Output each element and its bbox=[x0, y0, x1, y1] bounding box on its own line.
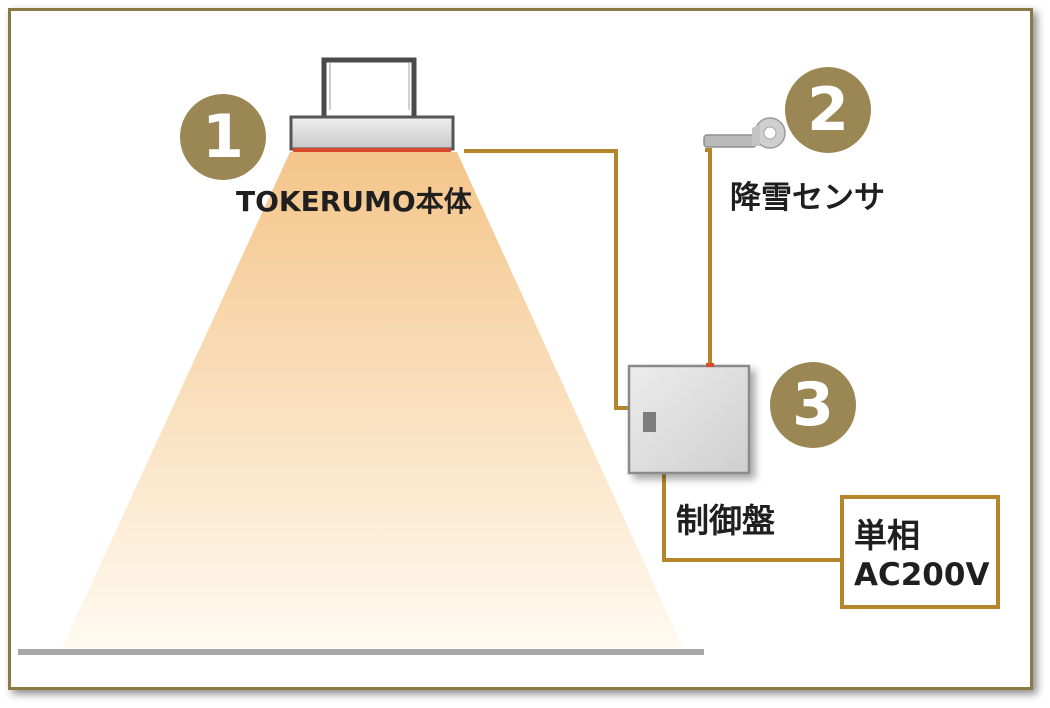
floor-line bbox=[18, 649, 704, 655]
component-number-2: 2 bbox=[785, 67, 871, 153]
power-voltage-label: AC200V bbox=[854, 557, 990, 593]
snow-sensor-icon bbox=[703, 117, 786, 149]
power-phase-label: 単相 bbox=[854, 516, 920, 555]
tokerumo-label: TOKERUMO本体 bbox=[236, 185, 472, 218]
component-number-1: 1 bbox=[180, 94, 266, 180]
wire-panel-to-power bbox=[662, 474, 843, 562]
light-cone bbox=[62, 152, 683, 648]
wire-heater-to-panel bbox=[464, 149, 630, 410]
snow-sensor-label: 降雪センサ bbox=[730, 180, 885, 216]
component-number-3: 3 bbox=[770, 362, 856, 448]
control-panel-icon bbox=[627, 364, 751, 475]
power-supply-box: 単相 AC200V bbox=[840, 495, 1000, 609]
control-panel-label: 制御盤 bbox=[676, 501, 775, 540]
wire-sensor-to-panel bbox=[705, 148, 712, 366]
heater-unit-icon bbox=[289, 57, 455, 152]
